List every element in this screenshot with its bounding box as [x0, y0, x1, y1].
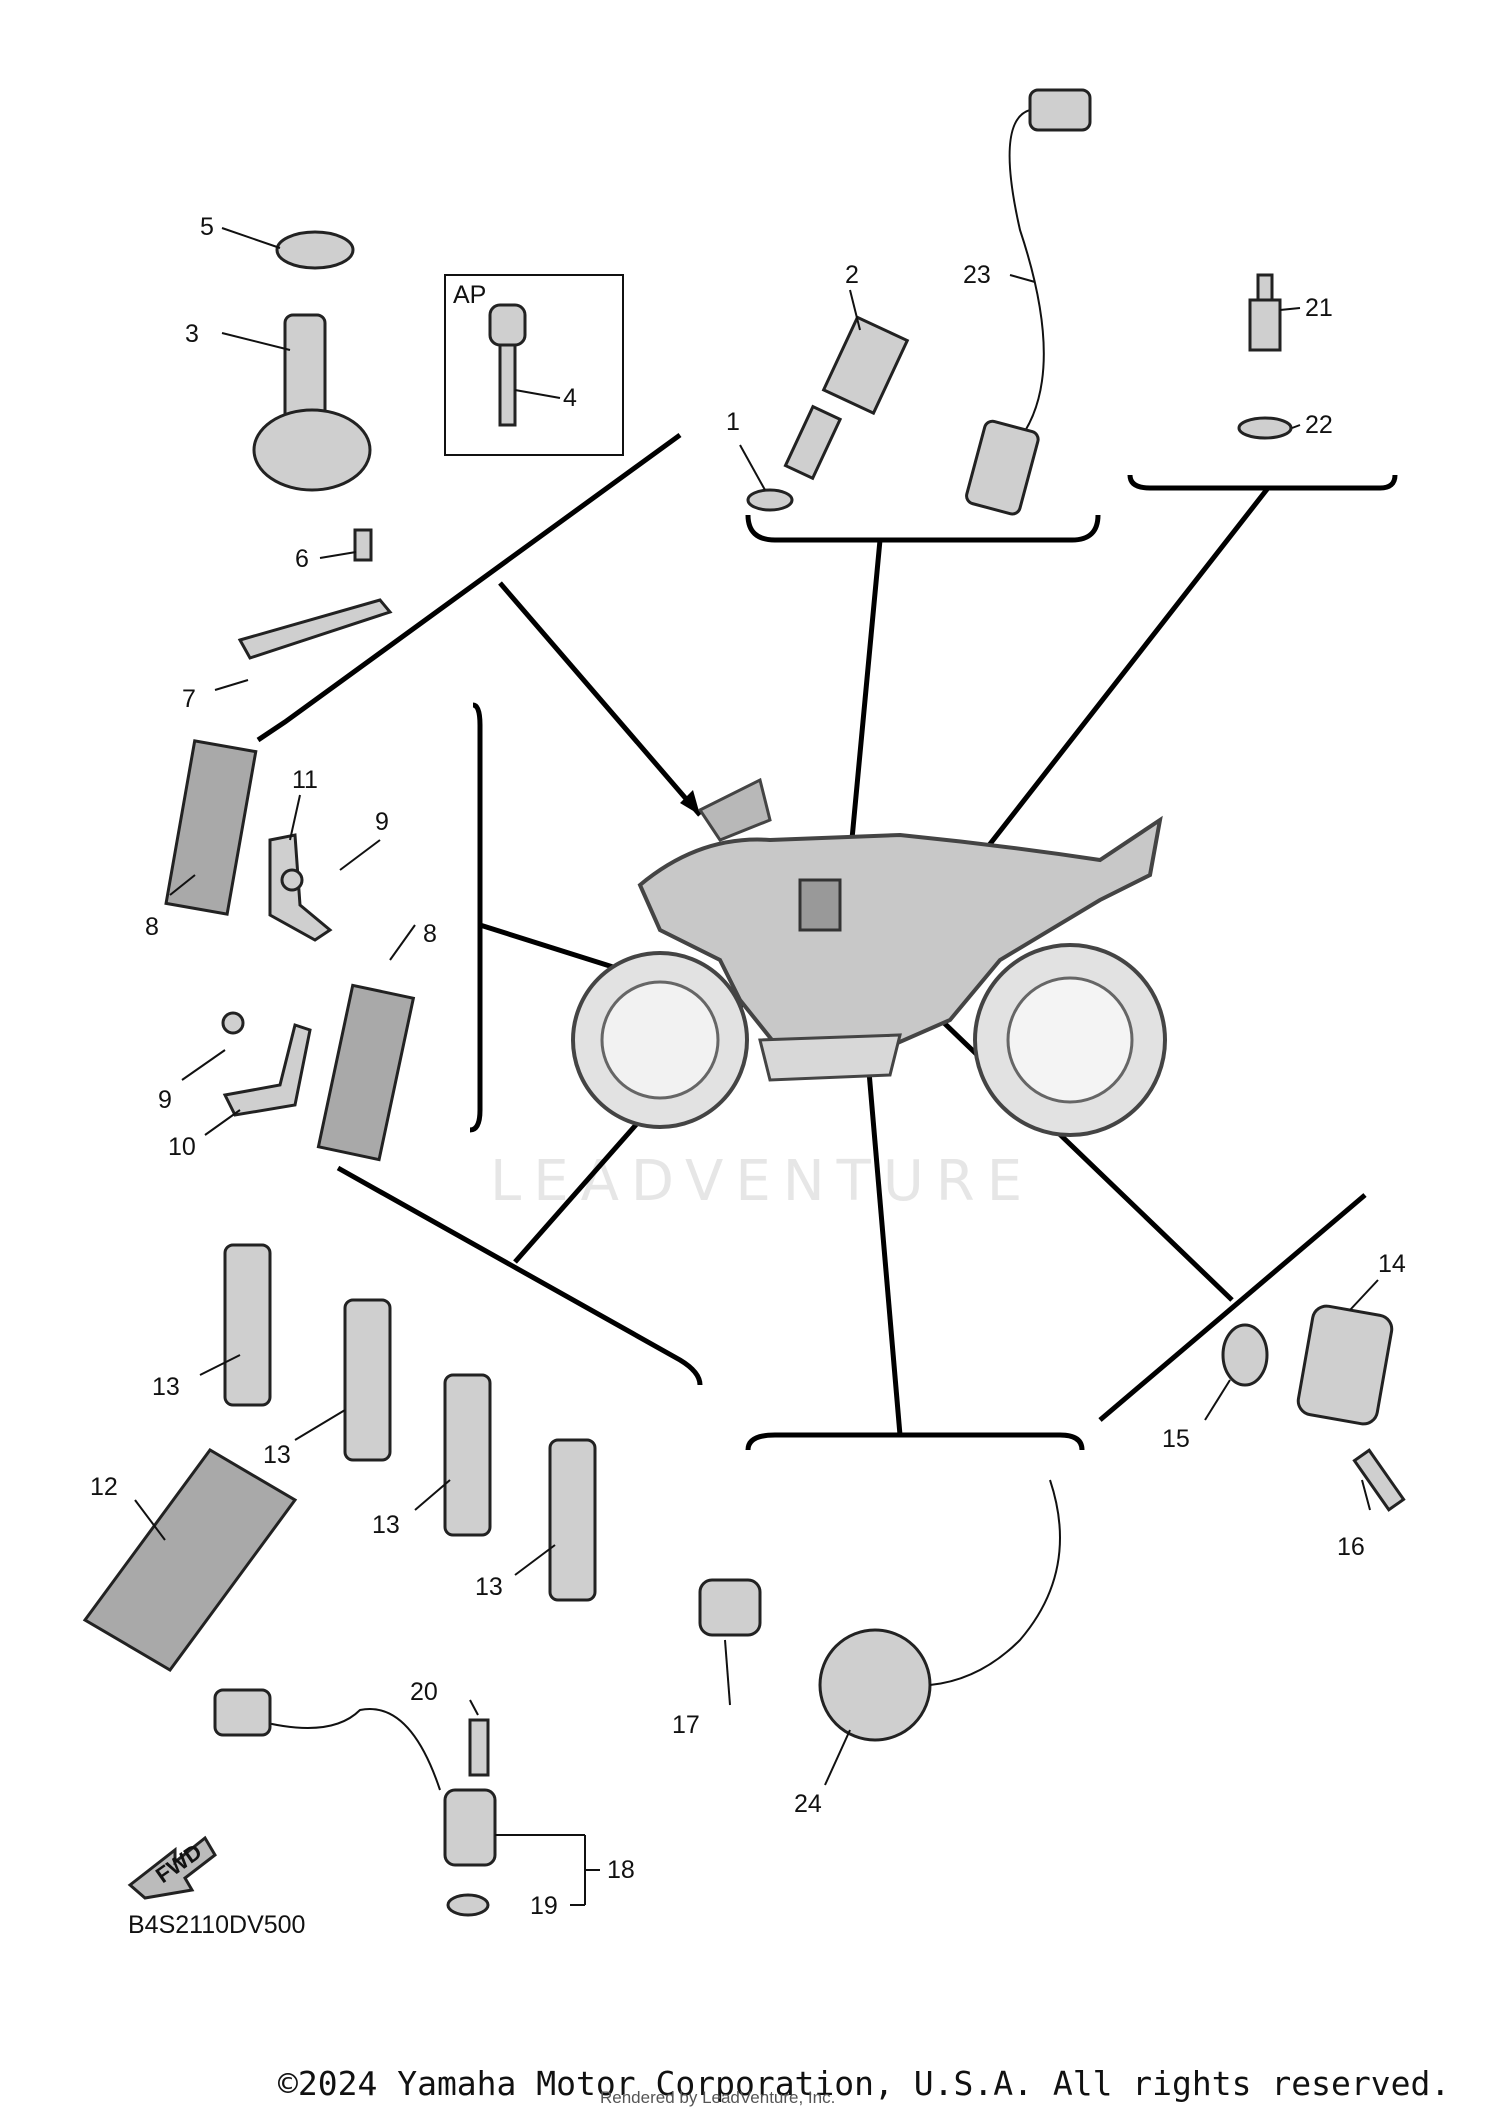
motorcycle-illustration — [571, 777, 1167, 1137]
copyright-text: ©2024 Yamaha Motor Corporation, U.S.A. A… — [278, 2064, 1450, 2103]
leader-pressure — [865, 1059, 903, 1436]
callout-13-c: 13 — [372, 1511, 400, 1539]
callout-1: 1 — [726, 408, 740, 436]
callout-leaders — [134, 227, 1379, 1906]
bracket-coil-group — [336, 1165, 703, 1386]
callout-15: 15 — [1162, 1425, 1190, 1453]
callout-4: 4 — [563, 384, 577, 412]
callout-13-d: 13 — [475, 1573, 503, 1601]
leader-ignition — [498, 581, 702, 817]
ap-box-label: AP — [453, 281, 486, 309]
bracket-ignition-group — [256, 432, 682, 743]
callout-8-upper: 8 — [145, 913, 159, 941]
rendered-by-text: Rendered by LeadVenture, Inc. — [600, 2088, 835, 2107]
callout-8-lower: 8 — [423, 920, 437, 948]
bracket-sensor-group — [745, 514, 1101, 543]
watermark-text: LEADVENTURE — [490, 1149, 1034, 1214]
callout-19: 19 — [530, 1892, 558, 1920]
callout-17: 17 — [672, 1711, 700, 1739]
callout-5: 5 — [200, 213, 214, 241]
callout-22: 22 — [1305, 411, 1333, 439]
bracket-crank-group — [1098, 1193, 1367, 1422]
callout-6: 6 — [295, 545, 309, 573]
callout-9-upper: 9 — [375, 808, 389, 836]
leader-crank — [913, 993, 1234, 1302]
callout-20: 20 — [410, 1678, 438, 1706]
callout-10: 10 — [168, 1133, 196, 1161]
callout-18: 18 — [607, 1856, 635, 1884]
diagram-code: B4S2110DV500 — [128, 1911, 305, 1939]
callout-21: 21 — [1305, 294, 1333, 322]
bracket-lean-sensor-group — [469, 702, 483, 1133]
bracket-temp-group — [1127, 474, 1398, 491]
callout-13-a: 13 — [152, 1373, 180, 1401]
callout-2: 2 — [845, 261, 859, 289]
callout-24: 24 — [794, 1790, 822, 1818]
callout-7: 7 — [182, 685, 196, 713]
callout-9-lower: 9 — [158, 1086, 172, 1114]
fwd-arrow-icon: FWD — [127, 1835, 217, 1900]
callout-12: 12 — [90, 1473, 118, 1501]
ap-box — [444, 274, 624, 456]
callout-14: 14 — [1378, 1250, 1406, 1278]
callout-16: 16 — [1337, 1533, 1365, 1561]
part-shapes — [82, 88, 1406, 1917]
callout-3: 3 — [185, 320, 199, 348]
callout-23: 23 — [963, 261, 991, 289]
callout-13-b: 13 — [263, 1441, 291, 1469]
bracket-pressure-group — [745, 1432, 1085, 1451]
callout-11: 11 — [292, 766, 318, 794]
